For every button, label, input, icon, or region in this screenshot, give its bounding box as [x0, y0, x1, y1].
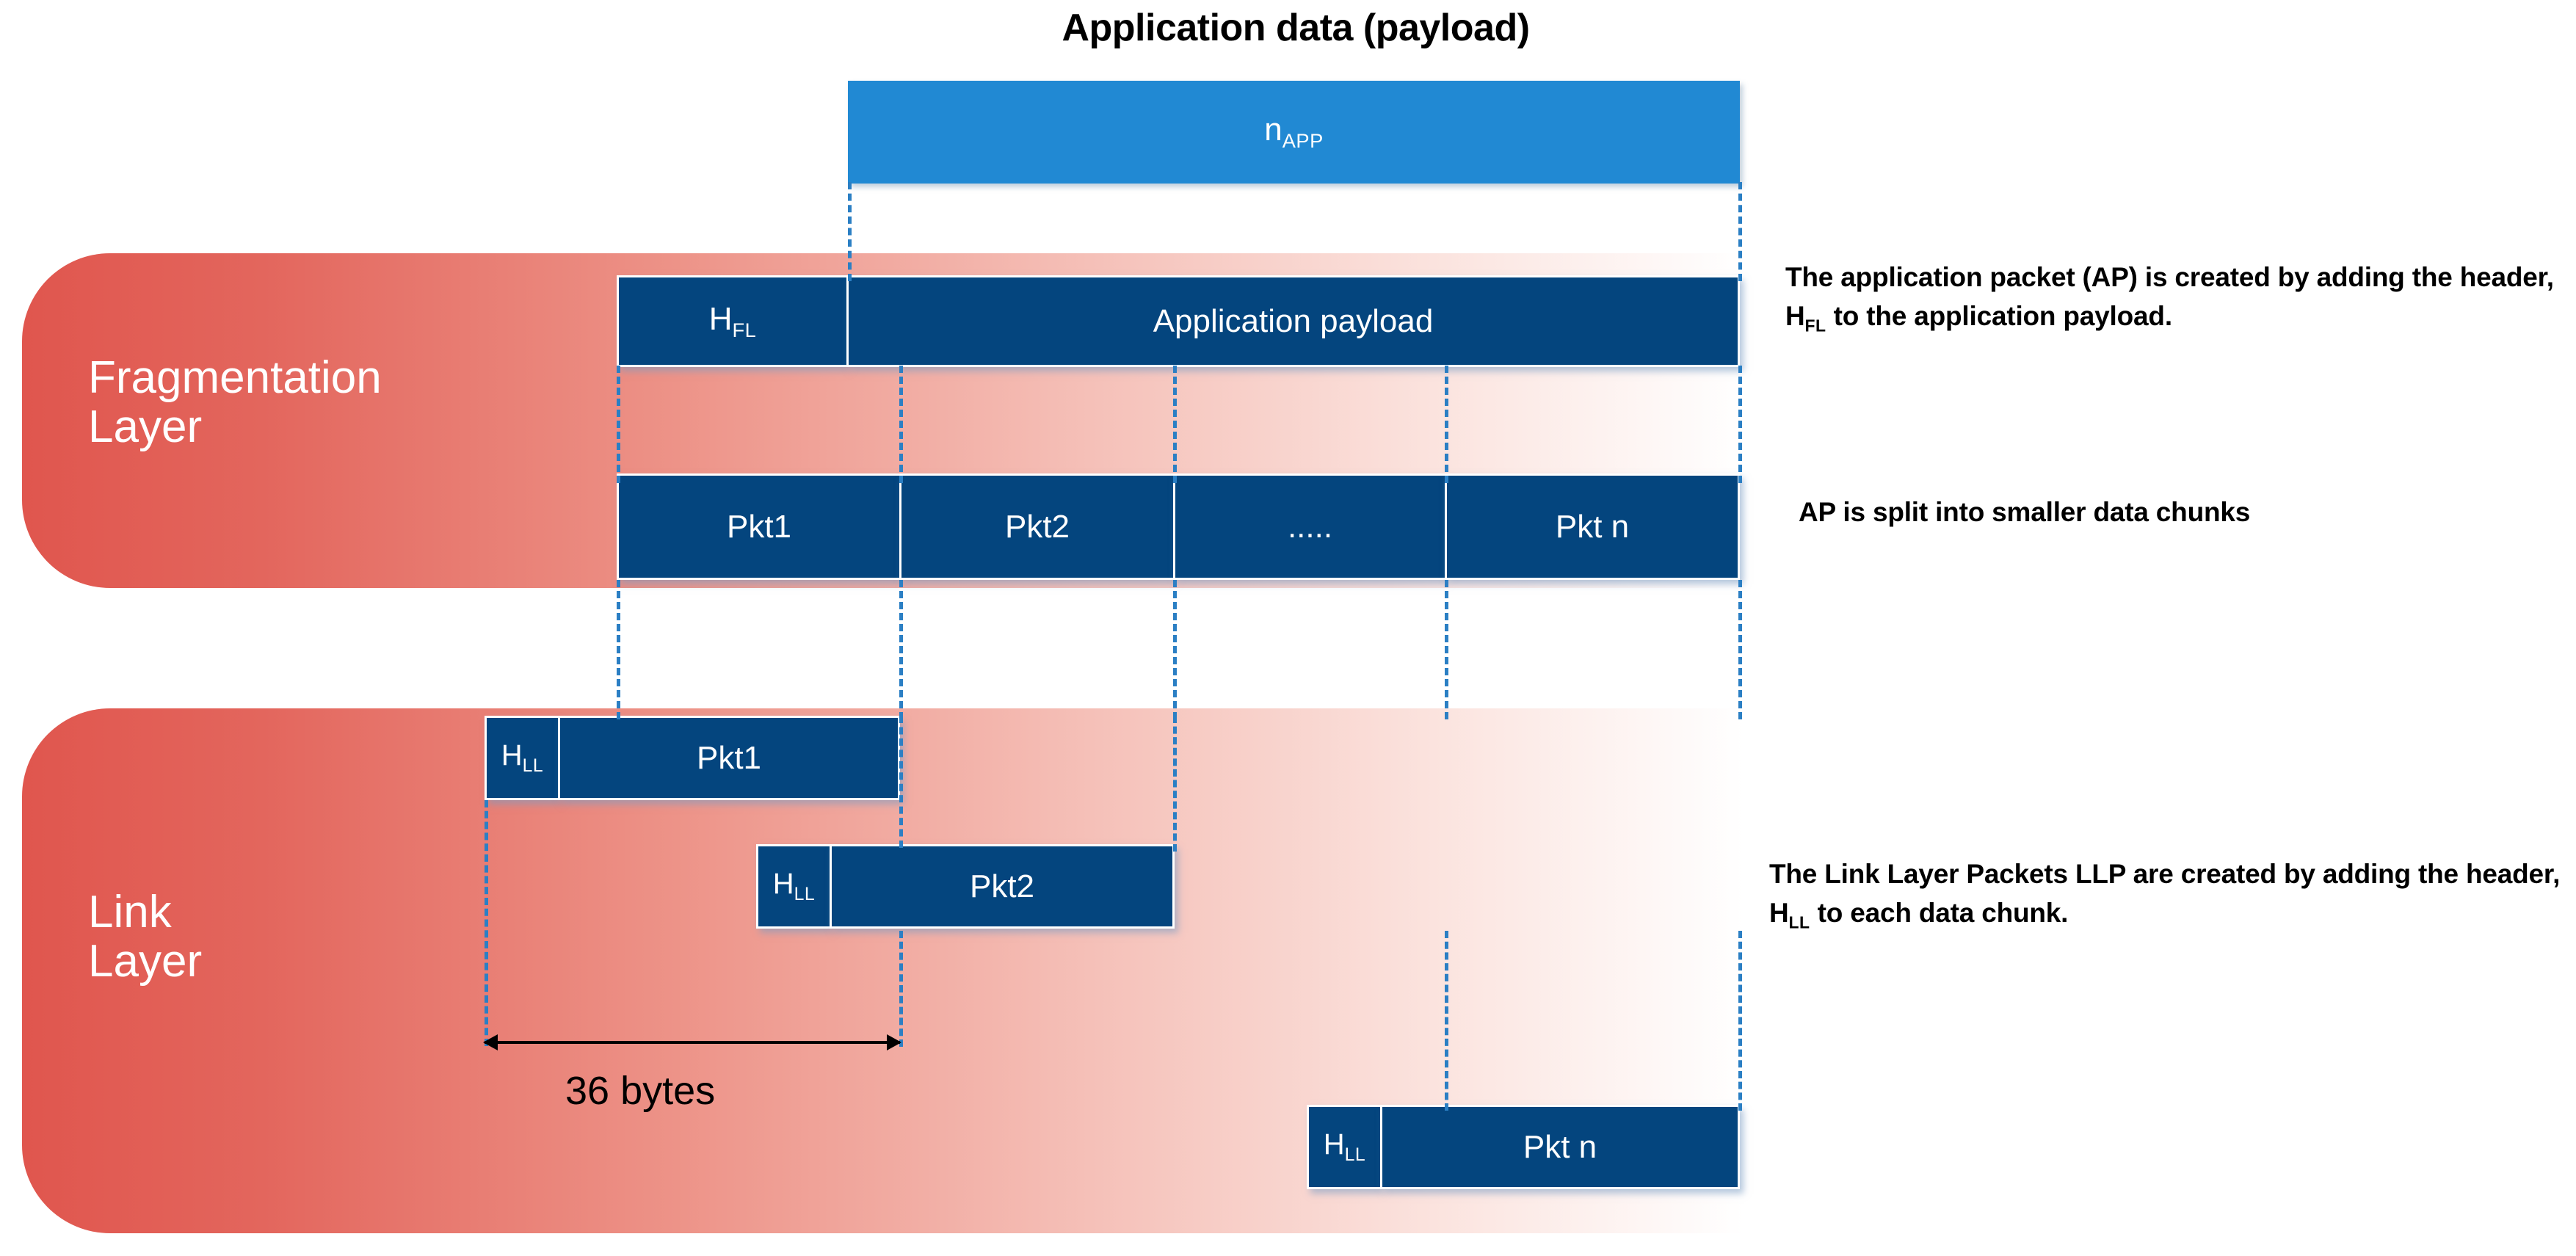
llp-row-2: HLL Pkt2 [756, 844, 1175, 929]
guide-line-chunk-4 [1738, 366, 1742, 483]
ll-chunk-block-1: Pkt1 [558, 716, 900, 800]
ll-header-block-n: HLL [1307, 1105, 1380, 1189]
guide-line-chunk-3 [1445, 366, 1448, 483]
ll-header-subscript-2: LL [794, 885, 816, 904]
guide-line-llp2-end [1173, 716, 1177, 852]
guide-line-llp2-start [899, 716, 903, 848]
llp-row-1: HLL Pkt1 [485, 716, 900, 800]
application-payload-label: Application payload [1153, 302, 1434, 339]
ll-chunk-label-n: Pkt n [1523, 1128, 1597, 1165]
ll-header-subscript-n: LL [1344, 1145, 1366, 1165]
ll-header-label-n: HLL [1323, 1128, 1366, 1165]
guide-line-chunk-2 [1173, 366, 1177, 483]
fl-header-block: HFL [617, 275, 846, 367]
ll-header-label-1: HLL [501, 739, 544, 776]
chunk-label-ellipsis: ..... [1287, 508, 1333, 545]
guide-line-napp-left [848, 182, 852, 281]
ll-chunk-block-n: Pkt n [1380, 1105, 1740, 1189]
guide-line-llpn-end [1738, 931, 1742, 1111]
guide-line-llpn-start [1445, 931, 1448, 1111]
chunk-block-ellipsis: ..... [1173, 473, 1445, 580]
guide-line-chunk-1 [899, 366, 903, 483]
page-title: Application data (payload) [1062, 7, 1530, 49]
dimension-arrow-left-icon [483, 1034, 498, 1050]
chunk-block-2: Pkt2 [899, 473, 1173, 580]
guide-line-dim-left [485, 800, 488, 1046]
application-packet-row: HFL Application payload [617, 275, 1740, 367]
guide-line-napp-right [1738, 182, 1742, 281]
application-payload-block: Application payload [846, 275, 1740, 367]
llp-row-n: HLL Pkt n [1307, 1105, 1740, 1189]
fragmentation-layer-label: Fragmentation Layer [88, 352, 382, 452]
guide-line-dim-right [899, 931, 903, 1047]
chunk-label-n: Pkt n [1555, 508, 1630, 545]
note-ap-split: AP is split into smaller data chunks [1799, 497, 2251, 527]
ll-header-label-2: HLL [772, 868, 816, 904]
guide-line-down-5 [1738, 580, 1742, 719]
dimension-line-36-bytes [483, 1034, 901, 1050]
napp-label-subscript: APP [1282, 128, 1324, 152]
chunk-block-n: Pkt n [1445, 473, 1740, 580]
ll-header-block-2: HLL [756, 844, 830, 929]
application-data-block: nAPP [848, 81, 1740, 184]
guide-line-hfl-left-a [617, 366, 620, 483]
ll-header-block-1: HLL [485, 716, 558, 800]
chunk-row: Pkt1 Pkt2 ..... Pkt n [617, 473, 1740, 580]
ll-chunk-label-2: Pkt2 [969, 868, 1035, 904]
chunk-block-1: Pkt1 [617, 473, 899, 580]
guide-line-down-4 [1445, 580, 1448, 719]
note3-subscript: LL [1788, 912, 1810, 932]
guide-line-down-1 [617, 580, 620, 719]
napp-label: nAPP [1264, 112, 1324, 152]
guide-line-down-3 [1173, 580, 1177, 719]
chunk-label-2: Pkt2 [1004, 508, 1070, 545]
note1-subscript: FL [1804, 315, 1826, 335]
ll-chunk-label-1: Pkt1 [696, 739, 762, 776]
link-layer-label: Link Layer [88, 887, 203, 987]
dimension-arrow-right-icon [887, 1034, 901, 1050]
note-link-layer-packets: The Link Layer Packets LLP are created b… [1769, 859, 2561, 932]
fl-header-subscript: FL [732, 318, 757, 341]
chunk-label-1: Pkt1 [726, 508, 792, 545]
dimension-label: 36 bytes [565, 1069, 716, 1113]
fl-header-label: HFL [708, 300, 757, 341]
ll-chunk-block-2: Pkt2 [830, 844, 1175, 929]
note-application-packet: The application packet (AP) is created b… [1785, 262, 2554, 335]
guide-line-down-2 [899, 580, 903, 719]
ll-header-subscript-1: LL [522, 756, 544, 776]
